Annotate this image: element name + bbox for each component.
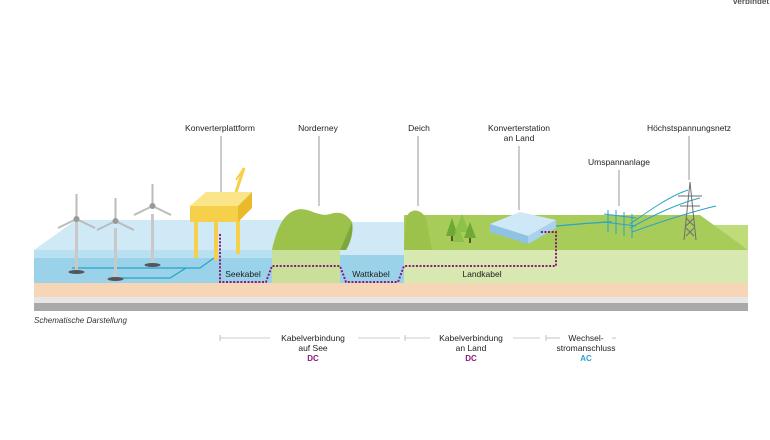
label-norderney: Norderney xyxy=(298,123,338,133)
deich-dike xyxy=(404,210,432,250)
label-substation: Umspannanlage xyxy=(588,157,650,167)
label-converter-station-line2: an Land xyxy=(504,133,535,143)
section-land-dc: Kabelverbindung an Land DC xyxy=(439,333,503,363)
section-brackets xyxy=(219,335,616,341)
section-line2: auf See xyxy=(298,343,328,353)
label-seekabel: Seekabel xyxy=(225,269,261,279)
wind-turbines xyxy=(57,184,172,281)
trees xyxy=(446,214,476,243)
power-pylon xyxy=(678,181,702,241)
section-tag: AC xyxy=(580,354,592,363)
section-line1: Kabelverbindung xyxy=(439,333,503,343)
section-line2: an Land xyxy=(456,343,487,353)
leader-lines xyxy=(220,136,690,210)
label-converter-platform: Konverterplattform xyxy=(185,123,255,133)
section-ac: Wechsel- stromanschluss AC xyxy=(556,333,615,363)
section-sea-dc: Kabelverbindung auf See DC xyxy=(281,333,345,363)
caption: Schematische Darstellung xyxy=(34,316,127,325)
label-deich: Deich xyxy=(408,123,430,133)
section-tag: DC xyxy=(465,354,477,363)
label-wattkabel: Wattkabel xyxy=(352,269,390,279)
norderney-island xyxy=(272,209,353,283)
section-line2: stromanschluss xyxy=(556,343,615,353)
wind-turbine xyxy=(133,184,172,267)
section-line1: Kabelverbindung xyxy=(281,333,345,343)
label-landkabel: Landkabel xyxy=(462,269,501,279)
label-grid: Höchstspannungsnetz xyxy=(647,123,731,133)
corner-text: verbindet xyxy=(733,0,769,6)
label-converter-station-line1: Konverterstation xyxy=(488,123,550,133)
wind-turbine xyxy=(57,194,96,274)
dc-cable-route xyxy=(219,231,557,283)
wind-turbine xyxy=(96,198,135,281)
substation-structure xyxy=(603,210,637,238)
section-tag: DC xyxy=(307,354,319,363)
converter-platform xyxy=(190,167,252,260)
section-line1: Wechsel- xyxy=(568,333,603,343)
ground-strata xyxy=(34,283,748,311)
